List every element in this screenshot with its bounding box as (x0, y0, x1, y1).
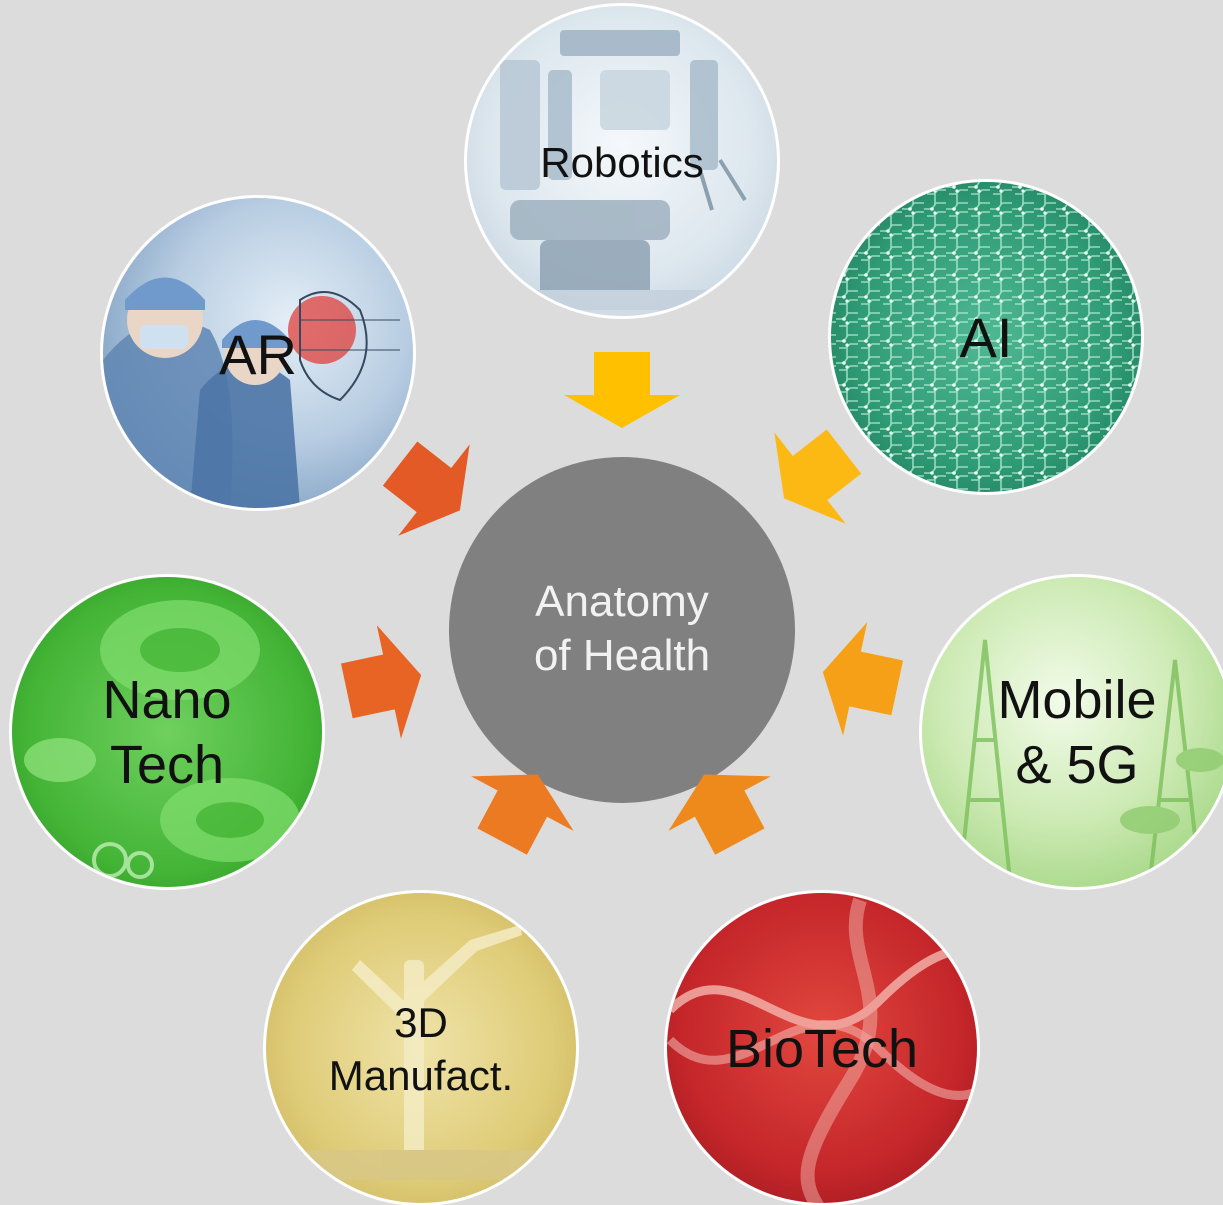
arrow-biotech-shape (668, 774, 771, 855)
arrow-ar (382, 441, 470, 536)
node-3d-manufact-label-line-2: Manufact. (329, 1052, 513, 1099)
arrow-robotics (564, 352, 680, 428)
node-nano-tech-label-line-1: Nano (102, 670, 231, 730)
node-3d-manufact: 3D Manufact. (263, 890, 579, 1205)
arrows (341, 352, 903, 855)
node-biotech: BioTech (664, 890, 980, 1205)
arrow-biotech (668, 774, 771, 855)
node-robotics: Robotics (464, 3, 780, 319)
node-nano-tech: Nano Tech (9, 574, 325, 890)
arrow-ai-shape (774, 429, 862, 524)
node-mobile-5g-label-line-2: & 5G (1015, 735, 1138, 795)
node-nano-tech-label-line-2: Tech (110, 735, 224, 795)
node-ar: AR (100, 195, 416, 511)
node-mobile-5g: Mobile & 5G (919, 574, 1223, 890)
printed-organ-icon (300, 925, 560, 1180)
blood-cells-icon (24, 600, 300, 879)
arrow-nano-tech-shape (341, 625, 422, 739)
arrow-robotics-shape (564, 352, 680, 428)
circuit-board-icon (831, 182, 1141, 492)
arrow-3d-manufact (471, 774, 574, 855)
node-robotics-label: Robotics (540, 139, 703, 186)
node-biotech-label: BioTech (726, 1019, 918, 1079)
arrow-3d-manufact-shape (471, 774, 574, 855)
arrow-mobile-5g-shape (822, 622, 903, 736)
center-node: Anatomy of Health (449, 457, 795, 803)
arrow-ar-shape (382, 441, 470, 536)
node-ai: AI (828, 179, 1144, 495)
node-ar-label: AR (219, 323, 297, 386)
arrow-mobile-5g (822, 622, 903, 736)
robot-arm-icon (480, 30, 747, 310)
arrow-nano-tech (341, 625, 422, 739)
node-mobile-5g-label-line-1: Mobile (997, 670, 1156, 730)
center-circle (449, 457, 795, 803)
center-label-line-2: of Health (534, 631, 710, 680)
node-ai-label: AI (960, 306, 1013, 369)
node-3d-manufact-label-line-1: 3D (394, 999, 448, 1046)
center-label-line-1: Anatomy (535, 577, 709, 626)
arrow-ai (774, 429, 862, 524)
cell-towers-icon (958, 639, 1223, 881)
